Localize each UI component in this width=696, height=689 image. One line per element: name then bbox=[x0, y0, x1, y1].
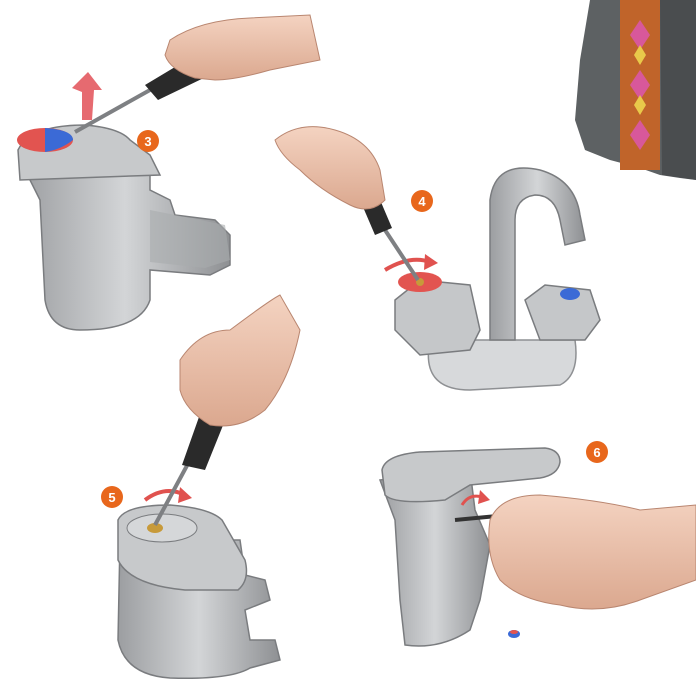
step5-faucet bbox=[115, 505, 280, 678]
apron-fabric bbox=[575, 0, 696, 180]
step6-hand-icon bbox=[489, 495, 696, 609]
step4-hand-icon bbox=[275, 127, 385, 209]
step-4-badge: 4 bbox=[411, 190, 433, 212]
step-5-badge: 5 bbox=[101, 486, 123, 508]
step5-hand-icon bbox=[180, 295, 300, 426]
step3-up-arrow-icon bbox=[72, 72, 102, 120]
step3-hand-icon bbox=[165, 15, 320, 80]
step-6-badge: 6 bbox=[586, 441, 608, 463]
step3-faucet bbox=[17, 125, 230, 330]
step6-small-part-icon bbox=[508, 630, 520, 638]
step-3-badge: 3 bbox=[137, 130, 159, 152]
